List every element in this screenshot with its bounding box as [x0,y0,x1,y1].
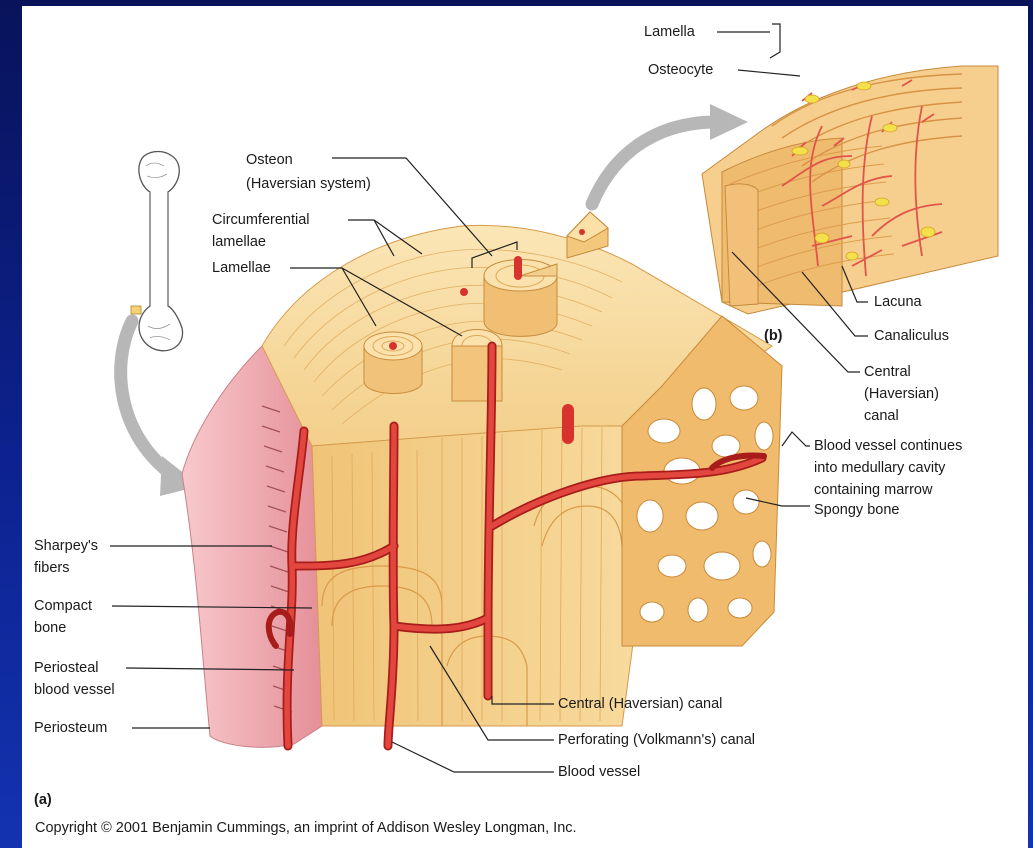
label-central-canal-a: Central (Haversian) canal [558,696,722,712]
label-periosteum: Periosteum [34,720,107,736]
label-periosteal-sub: blood vessel [34,682,115,698]
label-central-canal-b-2: (Haversian) [864,386,939,402]
label-marrow: containing marrow [814,482,933,498]
label-compact: Compact [34,598,92,614]
label-canaliculus: Canaliculus [874,328,949,344]
label-circumferential: Circumferential [212,212,310,228]
bone-structure-diagram: Lamella Osteocyte Osteon (Haversian syst… [22,6,1028,848]
label-central-canal-b-3: canal [864,408,899,424]
label-lamella: Lamella [644,24,696,40]
label-circumferential-sub: lamellae [212,234,266,250]
label-panel-b: (b) [764,328,783,344]
label-blood-vessel-continues: Blood vessel continues [814,438,962,454]
label-periosteal: Periosteal [34,660,98,676]
label-sharpeys-sub: fibers [34,560,69,576]
label-perforating: Perforating (Volkmann's) canal [558,732,755,748]
label-compact-sub: bone [34,620,66,636]
osteon-cylinder-left [364,332,422,393]
label-lamellae: Lamellae [212,260,271,276]
long-bone-icon [131,152,183,351]
label-osteon-sub: (Haversian system) [246,176,371,192]
figure-panel: Lamella Osteocyte Osteon (Haversian syst… [22,6,1028,848]
label-central-canal-b: Central [864,364,911,380]
osteon-cylinder-right [484,256,557,336]
label-lacuna: Lacuna [874,294,923,310]
label-medullary-cavity: into medullary cavity [814,460,946,476]
osteon-detail-b [702,66,998,314]
copyright-notice: Copyright © 2001 Benjamin Cummings, an i… [35,820,577,836]
label-sharpeys: Sharpey's [34,538,98,554]
label-spongy-bone: Spongy bone [814,502,899,518]
label-osteon: Osteon [246,152,293,168]
compact-bone-block [182,225,782,747]
label-blood-vessel: Blood vessel [558,764,640,780]
label-osteocyte: Osteocyte [648,62,713,78]
label-panel-a: (a) [34,792,52,808]
